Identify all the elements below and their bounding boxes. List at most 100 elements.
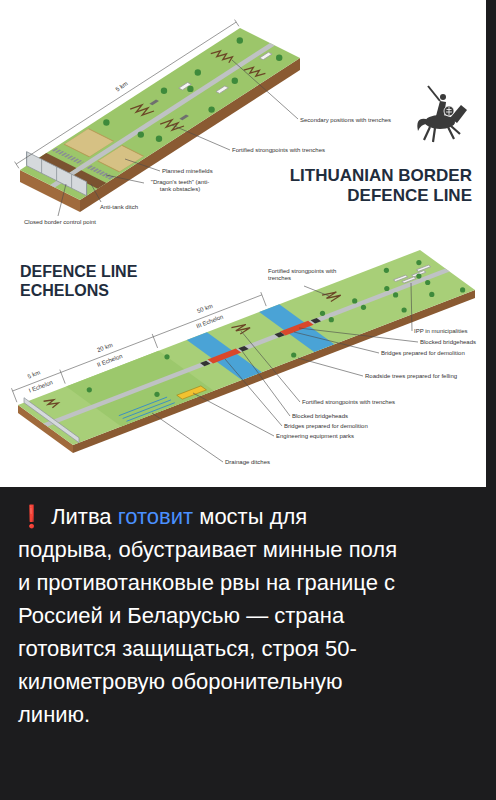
title: LITHUANIAN BORDER DEFENCE LINE <box>262 166 472 205</box>
bridgehead-block <box>311 318 321 324</box>
river <box>187 332 262 380</box>
bridge <box>208 349 242 364</box>
tree <box>361 305 366 310</box>
rider-shield <box>444 106 454 116</box>
callout-label: Anti-tank ditch <box>100 204 138 211</box>
sword <box>428 86 440 101</box>
tree <box>384 268 389 273</box>
callout-label: Blocked bridgeheads <box>292 413 348 420</box>
leader-line <box>411 283 412 331</box>
river <box>259 304 334 352</box>
tree <box>103 119 109 125</box>
extension-line <box>152 334 157 348</box>
leader-lines <box>58 60 298 216</box>
callout-label: "Dragon's teeth" (anti-tank obstacles) <box>146 179 214 193</box>
leader-line <box>152 413 223 462</box>
trench <box>211 49 236 62</box>
bridge <box>280 321 314 336</box>
callout-label: Engineering equipment parks <box>276 433 354 440</box>
extension-line <box>60 370 65 384</box>
tree <box>384 286 389 291</box>
caption-word: противотанковые <box>36 570 220 595</box>
caption-word: готовится <box>18 636 122 661</box>
dimension-line <box>61 337 153 373</box>
ground <box>18 250 475 445</box>
border-strip <box>20 28 300 200</box>
road <box>50 43 275 187</box>
tree <box>187 86 193 92</box>
leader-line <box>193 393 274 436</box>
border-fence <box>27 152 87 196</box>
leader-line <box>294 332 379 353</box>
tree <box>429 292 434 297</box>
caption-word: границе <box>296 570 384 595</box>
callout-label: Closed border control point <box>24 219 96 226</box>
tree <box>164 354 169 359</box>
tree <box>352 298 357 303</box>
trees <box>103 37 282 142</box>
trench <box>322 290 343 301</box>
leader-line <box>232 60 298 119</box>
callout-label: Fortified strongpoints with trenches <box>268 268 340 282</box>
tree <box>208 106 214 112</box>
rider-head <box>440 94 446 100</box>
caption-word: поля <box>349 537 397 562</box>
extension-line <box>261 292 266 306</box>
caption-word: с <box>384 570 395 595</box>
equipment-park <box>177 386 207 399</box>
caption-word: защищаться, <box>122 636 261 661</box>
illustration <box>0 0 496 487</box>
dragons-teeth <box>89 167 112 178</box>
trench <box>44 398 61 408</box>
tree <box>291 352 296 357</box>
caption-word: на <box>266 570 297 595</box>
caption: ❗ Литва готовит мосты для подрыва, обуст… <box>18 500 398 731</box>
callout-label: Secondary positions with trenches <box>300 117 391 124</box>
leader-line <box>106 175 144 183</box>
tree <box>138 131 144 137</box>
dimension-lines <box>12 292 267 402</box>
caption-word: и <box>18 570 36 595</box>
caption-word: рвы <box>220 570 266 595</box>
tree <box>393 292 398 297</box>
tree <box>402 307 407 312</box>
callout-label: Drainage ditches <box>225 459 270 466</box>
house <box>216 86 228 93</box>
tree <box>416 274 421 279</box>
bridgehead-block <box>200 361 210 367</box>
panel-ground <box>0 0 486 487</box>
caption-word: подрыва, <box>18 537 118 562</box>
tree <box>232 78 238 84</box>
trench <box>244 66 266 78</box>
caption-word: строя <box>261 636 325 661</box>
caption-word: оборонительную <box>171 669 342 694</box>
callout-label: Fortified strongpoints with trenches <box>302 399 395 406</box>
double-cross <box>446 107 452 115</box>
caption-word: Беларусью <box>127 603 246 628</box>
callout-label: Planned minefields <box>162 168 213 175</box>
caption-word: Литва <box>51 504 118 529</box>
extension-line <box>235 20 239 27</box>
drainage-ditch <box>119 397 175 421</box>
leader-line <box>125 159 160 171</box>
caption-word: мосты <box>199 504 269 529</box>
callout-label: Bridges prepared for demolition <box>381 350 465 357</box>
extension-line <box>12 388 17 402</box>
leader-line <box>298 358 363 376</box>
caption-word: — <box>246 603 274 628</box>
tree <box>156 136 162 142</box>
leader-line <box>299 328 418 342</box>
callout-label: Bridges prepared for demolition <box>284 423 368 430</box>
leader-line <box>304 286 329 296</box>
callout-label: IPP in municipalities <box>414 328 468 335</box>
fence-posts <box>27 152 87 196</box>
leader-line <box>225 359 282 426</box>
section-heading: DEFENCE LINE ECHELONS <box>20 262 180 300</box>
dimension-line <box>15 20 239 169</box>
house <box>402 277 416 283</box>
tree <box>237 37 243 43</box>
tree <box>154 392 159 397</box>
tree <box>416 260 421 265</box>
leader-lines <box>152 283 418 462</box>
leader-line <box>172 125 230 150</box>
